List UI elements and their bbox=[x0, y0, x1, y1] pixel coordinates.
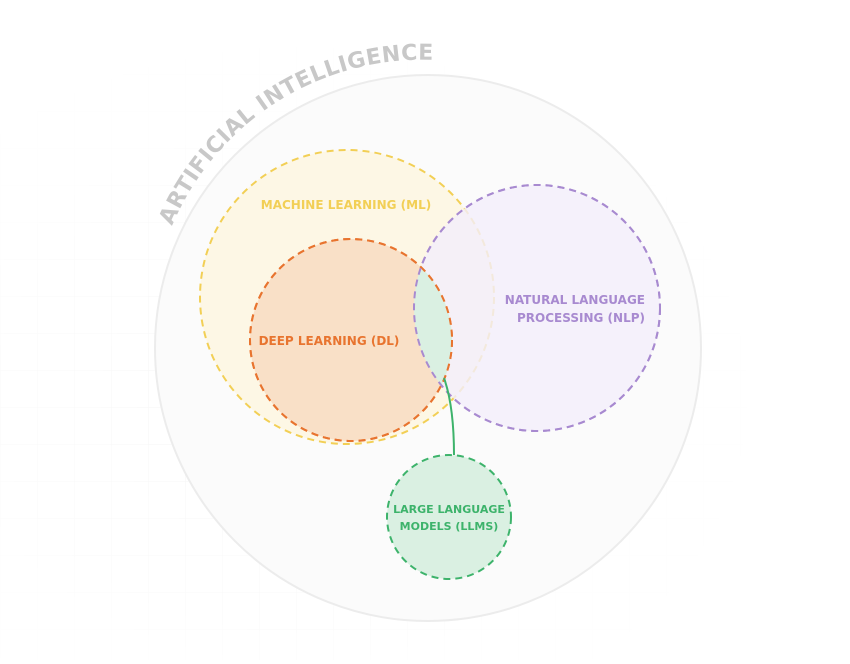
nlp-circle-outline bbox=[413, 184, 661, 432]
llm-label-line1: LARGE LANGUAGE bbox=[393, 503, 505, 516]
dl-label: DEEP LEARNING (DL) bbox=[259, 334, 400, 348]
llm-label-line2: MODELS (LLMS) bbox=[400, 520, 499, 533]
ml-label: MACHINE LEARNING (ML) bbox=[261, 198, 431, 212]
nlp-circle bbox=[413, 184, 661, 432]
llm-circle bbox=[386, 454, 512, 580]
llm-connector-line bbox=[443, 377, 455, 456]
nlp-label-line2: PROCESSING (NLP) bbox=[517, 311, 645, 325]
nlp-label-line1: NATURAL LANGUAGE bbox=[505, 293, 645, 307]
dl-circle-outline bbox=[249, 238, 453, 442]
